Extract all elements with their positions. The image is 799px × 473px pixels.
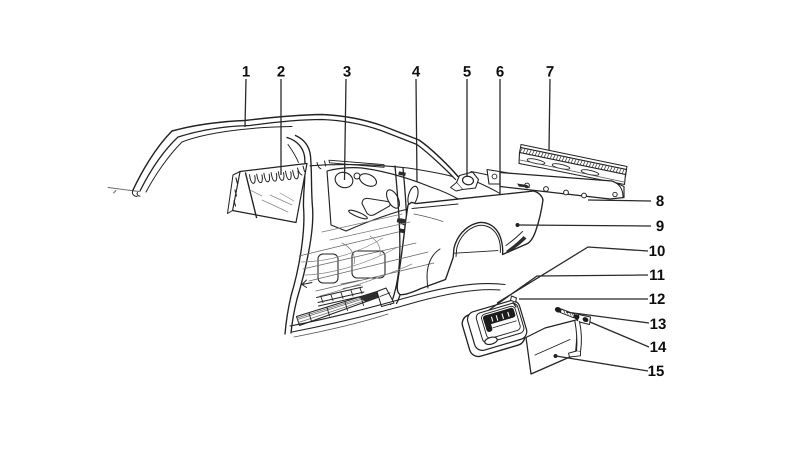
svg-text:2: 2 xyxy=(277,63,285,80)
svg-text:6: 6 xyxy=(496,63,504,80)
svg-text:11: 11 xyxy=(649,267,665,284)
svg-text:3: 3 xyxy=(343,63,351,80)
svg-text:1: 1 xyxy=(242,63,250,80)
svg-text:7: 7 xyxy=(546,63,554,80)
svg-text:15: 15 xyxy=(648,363,665,380)
svg-text:13: 13 xyxy=(650,316,667,333)
svg-text:8: 8 xyxy=(656,193,664,210)
svg-text:9: 9 xyxy=(656,218,664,235)
svg-text:12: 12 xyxy=(649,291,666,308)
svg-text:14: 14 xyxy=(650,339,667,356)
svg-text:4: 4 xyxy=(412,63,421,80)
svg-text:10: 10 xyxy=(649,243,666,260)
svg-text:5: 5 xyxy=(463,63,471,80)
